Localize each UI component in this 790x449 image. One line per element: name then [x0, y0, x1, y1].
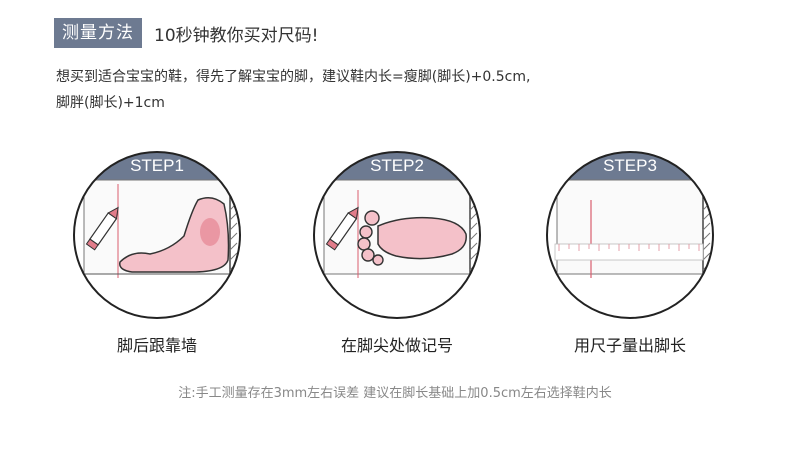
step-1: STEP1: [72, 150, 242, 320]
step-3: STEP3: [545, 150, 715, 320]
headline: 10秒钟教你买对尺码!: [154, 25, 319, 46]
step-3-caption: 用尺子量出脚长: [573, 336, 686, 355]
foot-side-icon: [73, 151, 241, 319]
intro-text: 想买到适合宝宝的鞋，得先了解宝宝的脚，建议鞋内长=瘦脚(脚长)+0.5cm, 脚…: [56, 64, 746, 116]
header: 测量方法 10秒钟教你买对尺码!: [54, 18, 318, 48]
measurement-note: 注:手工测量存在3mm左右误差 建议在脚长基础上加0.5cm左右选择鞋内长: [178, 386, 612, 401]
step-1-caption: 脚后跟靠墙: [116, 336, 197, 355]
step-2-title: STEP2: [370, 156, 424, 175]
ruler-icon: [546, 151, 714, 319]
method-tag: 测量方法: [54, 18, 142, 48]
step-2-caption: 在脚尖处做记号: [340, 336, 453, 355]
step-2: STEP2: [312, 150, 482, 320]
step-1-title: STEP1: [130, 156, 184, 175]
foot-top-icon: [313, 151, 481, 319]
intro-line-2: 脚胖(脚长)+1cm: [56, 95, 165, 111]
step-3-title: STEP3: [603, 156, 657, 175]
intro-line-1: 想买到适合宝宝的鞋，得先了解宝宝的脚，建议鞋内长=瘦脚(脚长)+0.5cm,: [56, 69, 531, 85]
